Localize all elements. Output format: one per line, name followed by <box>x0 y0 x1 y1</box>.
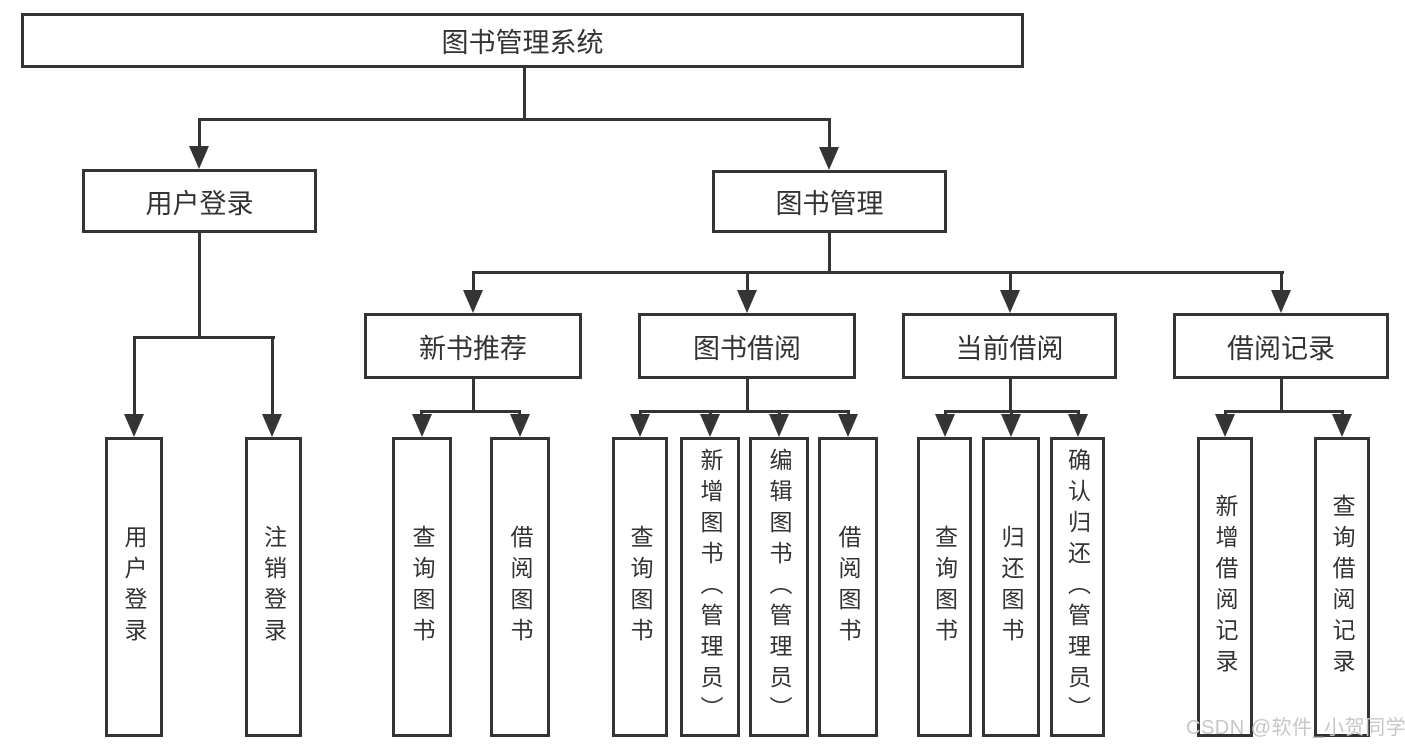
connector-line <box>198 118 831 121</box>
node-add-book-admin: 新增图书（管理员） <box>680 437 740 737</box>
node-borrow-books-recommend: 借阅图书 <box>490 437 550 737</box>
arrowhead-down-icon <box>1215 414 1235 437</box>
arrowhead-down-icon <box>1068 414 1088 437</box>
arrowhead-down-icon <box>1332 414 1352 437</box>
node-query-books-borrowing: 查询图书 <box>612 437 668 737</box>
connector-line <box>523 68 526 121</box>
connector-line <box>746 271 749 293</box>
connector-line <box>1224 410 1344 413</box>
arrowhead-down-icon <box>838 414 858 437</box>
arrowhead-down-icon <box>262 414 282 437</box>
arrowhead-down-icon <box>630 414 650 437</box>
arrowhead-down-icon <box>737 290 757 313</box>
connector-line <box>198 230 201 338</box>
arrowhead-down-icon <box>124 414 144 437</box>
connector-line <box>133 336 136 416</box>
arrowhead-down-icon <box>463 290 483 313</box>
node-query-books-current: 查询图书 <box>917 437 972 737</box>
node-new-book-recommend: 新书推荐 <box>364 313 582 379</box>
csdn-watermark: CSDN @软件_小贺同学 <box>1186 717 1405 739</box>
node-edit-book-admin: 编辑图书（管理员） <box>749 437 809 737</box>
connector-line <box>1009 377 1012 412</box>
node-user-login: 用户登录 <box>82 169 317 233</box>
arrowhead-down-icon <box>1271 290 1291 313</box>
node-return-books: 归还图书 <box>982 437 1040 737</box>
connector-line <box>746 377 749 412</box>
connector-line <box>198 118 201 150</box>
node-query-books-recommend: 查询图书 <box>392 437 452 737</box>
node-logout-leaf: 注销登录 <box>245 437 302 737</box>
connector-line <box>639 410 850 413</box>
connector-line <box>1009 271 1012 293</box>
node-confirm-return-admin: 确认归还（管理员） <box>1050 437 1105 737</box>
connector-line <box>472 271 475 293</box>
connector-line <box>420 410 521 413</box>
node-current-borrowing: 当前借阅 <box>902 313 1117 379</box>
connector-line <box>472 271 1284 274</box>
node-user-login-leaf: 用户登录 <box>105 437 163 737</box>
arrowhead-down-icon <box>510 414 530 437</box>
connector-line <box>271 336 274 416</box>
node-query-borrow-record: 查询借阅记录 <box>1314 437 1370 737</box>
connector-line <box>1280 271 1283 293</box>
arrowhead-down-icon <box>769 414 789 437</box>
arrowhead-down-icon <box>1001 414 1021 437</box>
connector-line <box>133 336 275 339</box>
node-book-management: 图书管理 <box>712 170 947 233</box>
node-borrow-books-leaf: 借阅图书 <box>818 437 878 737</box>
arrowhead-down-icon <box>1000 290 1020 313</box>
arrowhead-down-icon <box>819 147 839 170</box>
connector-line <box>1280 377 1283 412</box>
node-borrow-records: 借阅记录 <box>1173 313 1389 379</box>
arrowhead-down-icon <box>412 414 432 437</box>
node-book-borrowing: 图书借阅 <box>638 313 856 379</box>
arrowhead-down-icon <box>189 146 209 169</box>
arrowhead-down-icon <box>700 414 720 437</box>
node-add-borrow-record: 新增借阅记录 <box>1197 437 1253 737</box>
connector-line <box>828 230 831 273</box>
node-root: 图书管理系统 <box>21 13 1024 68</box>
arrowhead-down-icon <box>935 414 955 437</box>
connector-line <box>828 118 831 150</box>
connector-line <box>472 377 475 412</box>
